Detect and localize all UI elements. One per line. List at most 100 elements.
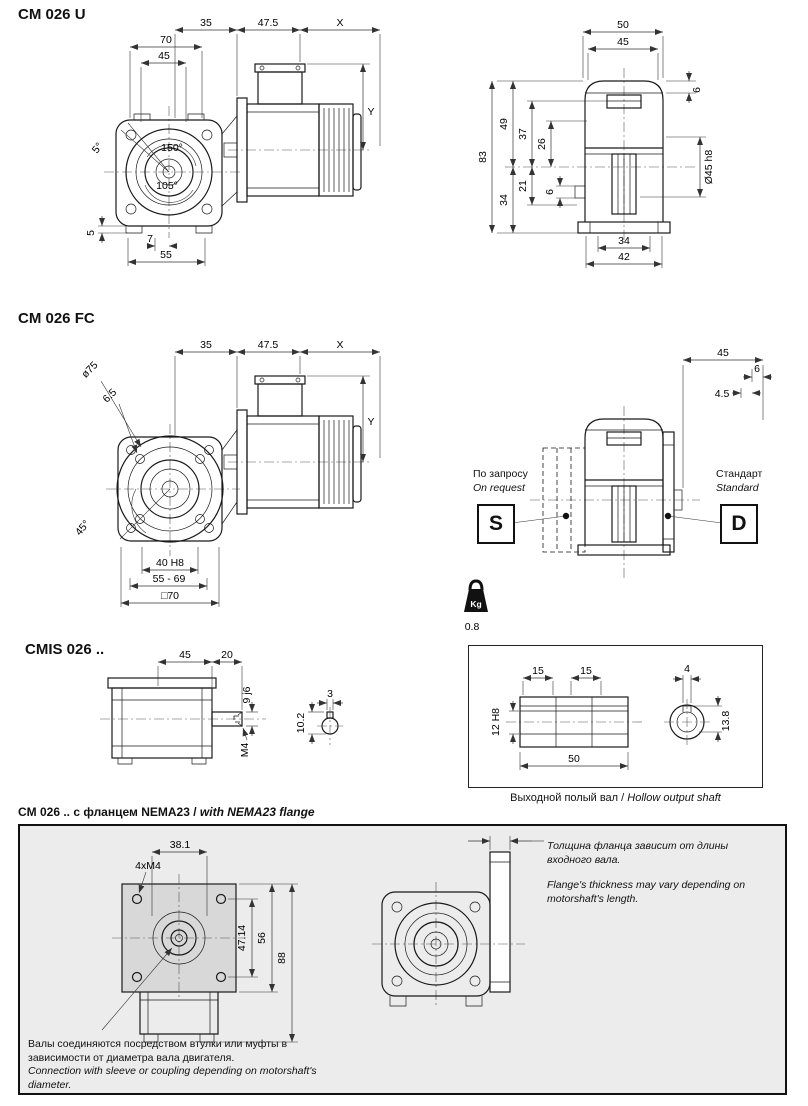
dim-label-15a: 15 (532, 665, 544, 677)
standard-label-en: Standard (716, 481, 759, 494)
nema-title-ru: CM 026 .. с фланцем NEMA23 (18, 805, 190, 819)
dim-label-88: 88 (276, 952, 288, 964)
dim-label-37: 37 (517, 128, 529, 140)
dim-label-55: 55 (160, 249, 172, 261)
dim-label-50: 50 (617, 19, 629, 31)
hollow-shaft-caption: Выходной полый вал / Hollow output shaft (468, 792, 763, 804)
standard-label-ru: Стандарт (716, 468, 763, 480)
dim-label-3: 3 (327, 688, 333, 700)
cm026fc-rear-view-drawing (511, 406, 723, 578)
dim-label-42: 42 (618, 251, 630, 263)
s-option-marker-dot (562, 512, 570, 520)
dim-label-dia45h8: Ø45 h8 (703, 150, 715, 185)
dim-label-35: 35 (200, 17, 212, 29)
dim-label-9j6: 9 j6 (241, 686, 253, 703)
angle-label-150: 150° (161, 142, 183, 154)
weight-icon: Kg (464, 579, 488, 612)
cmis026-side-view-drawing (100, 677, 266, 765)
d-version-box: D (720, 504, 758, 544)
dim-label-26: 26 (536, 138, 548, 150)
cm026u-front-view-drawing (104, 106, 240, 238)
dim-label-55-69: 55 - 69 (153, 573, 186, 585)
dim-label-34-left: 34 (498, 194, 510, 206)
nema-note-connection: Валы соединяются посредством втулки или … (28, 1038, 320, 1093)
dim-label-45: 45 (179, 649, 191, 661)
dim-label-6-top: 6 (691, 87, 703, 93)
dim-label-83: 83 (477, 151, 489, 163)
nema-note-left-ru: Валы соединяются посредством втулки или … (28, 1038, 288, 1064)
dim-label-4-5: 4.5 (715, 388, 730, 400)
standard-label: Стандарт Standard (716, 468, 762, 495)
section-title-nema: CM 026 .. с фланцем NEMA23 / with NEMA23… (18, 805, 315, 819)
cm026fc-front-view-drawing (100, 380, 240, 556)
dim-label-4xm4: 4xM4 (135, 860, 161, 872)
dim-label-47-14: 47.14 (236, 925, 248, 951)
nema-note-right-en: Flange's thickness may vary depending on… (547, 879, 746, 905)
dim-label-sq70: □70 (161, 590, 179, 602)
dim-label-6-5: 6.5 (100, 386, 119, 405)
weight-value: 0.8 (465, 621, 480, 633)
nema-gearbox-with-flange-side (372, 836, 544, 1007)
angle-label-45: 45° (73, 518, 92, 538)
dim-label-70: 70 (160, 34, 172, 46)
dim-label-10-2: 10.2 (295, 713, 307, 734)
dim-label-40h8: 40 H8 (156, 557, 184, 569)
dim-label-12h8: 12 H8 (490, 708, 502, 736)
cm026u-rear-view-drawing (505, 68, 698, 242)
cm026fc-rear-dimensions: 45 6 4.5 (682, 347, 772, 488)
dim-label-49: 49 (498, 118, 510, 130)
cmis026-dimensions: 45 20 9 j6 M4 3 10.2 (157, 649, 343, 757)
dim-label-56: 56 (256, 932, 268, 944)
nema-title-separator: / (189, 805, 200, 819)
nema-flange-front-view (112, 874, 246, 1000)
nema-flange-dimensions: 38.1 4xM4 47.14 56 88 (135, 839, 298, 1043)
nema-note-right-ru: Толщина фланца зависит от длины входного… (547, 840, 729, 866)
dim-label-50: 50 (568, 753, 580, 765)
dim-label-35: 35 (200, 339, 212, 351)
dim-label-6: 6 (754, 363, 760, 375)
dim-label-15b: 15 (580, 665, 592, 677)
hollow-output-shaft-drawing (506, 696, 710, 748)
dim-label-13-8: 13.8 (720, 711, 732, 732)
d-option-marker-dot (664, 512, 672, 520)
hollow-caption-separator: / (618, 792, 628, 804)
dim-label-45: 45 (717, 347, 729, 359)
dim-label-38-1: 38.1 (170, 839, 191, 851)
nema-gearbox-under-flange (139, 992, 219, 1043)
nema-note-flange-thickness: Толщина фланца зависит от длины входного… (547, 840, 775, 907)
angle-label-105: 105° (156, 180, 178, 192)
on-request-label: По запросу On request (473, 468, 528, 495)
cm026u-motor-side-view (221, 63, 372, 207)
dim-label-4: 4 (684, 663, 690, 675)
dim-label-dia75: ø75 (79, 359, 100, 380)
section-title-cmis026: CMIS 026 .. (25, 641, 105, 658)
section-title-cm026u: CM 026 U (18, 6, 86, 23)
dim-label-45: 45 (617, 36, 629, 48)
dim-label-21: 21 (517, 180, 529, 192)
on-request-label-ru: По запросу (473, 468, 528, 480)
dim-label-5: 5 (85, 230, 97, 236)
s-version-box: S (477, 504, 515, 544)
kg-icon-label: Kg (470, 599, 481, 609)
nema-note-left-en: Connection with sleeve or coupling depen… (28, 1065, 317, 1091)
dim-label-6-bottom: 6 (544, 189, 556, 195)
hollow-output-shaft-dimensions: 15 15 4 12 H8 50 13.8 (490, 663, 732, 770)
dim-label-45: 45 (158, 50, 170, 62)
dim-label-34-bottom: 34 (618, 235, 630, 247)
dim-label-y: Y (367, 416, 374, 428)
hollow-caption-en: Hollow output shaft (627, 792, 721, 804)
dim-label-x: X (336, 17, 343, 29)
cm026u-rear-dimensions: 50 45 6 Ø45 h8 83 49 37 26 (477, 19, 715, 268)
cm026fc-front-dimensions: 35 47.5 X ø75 6.5 45° Y 40 H8 55 - 69 □7… (73, 339, 381, 607)
dim-label-y: Y (367, 106, 374, 118)
on-request-label-en: On request (473, 481, 525, 494)
nema-title-en: with NEMA23 flange (199, 805, 315, 819)
section-title-cm026fc: CM 026 FC (18, 310, 95, 327)
cm026fc-motor-side-view (221, 375, 372, 525)
dim-label-47-5: 47.5 (258, 17, 279, 29)
dim-label-7: 7 (147, 233, 153, 245)
angle-label-5: 5° (90, 141, 106, 156)
dim-label-x: X (336, 339, 343, 351)
note-arrow (101, 947, 173, 1031)
